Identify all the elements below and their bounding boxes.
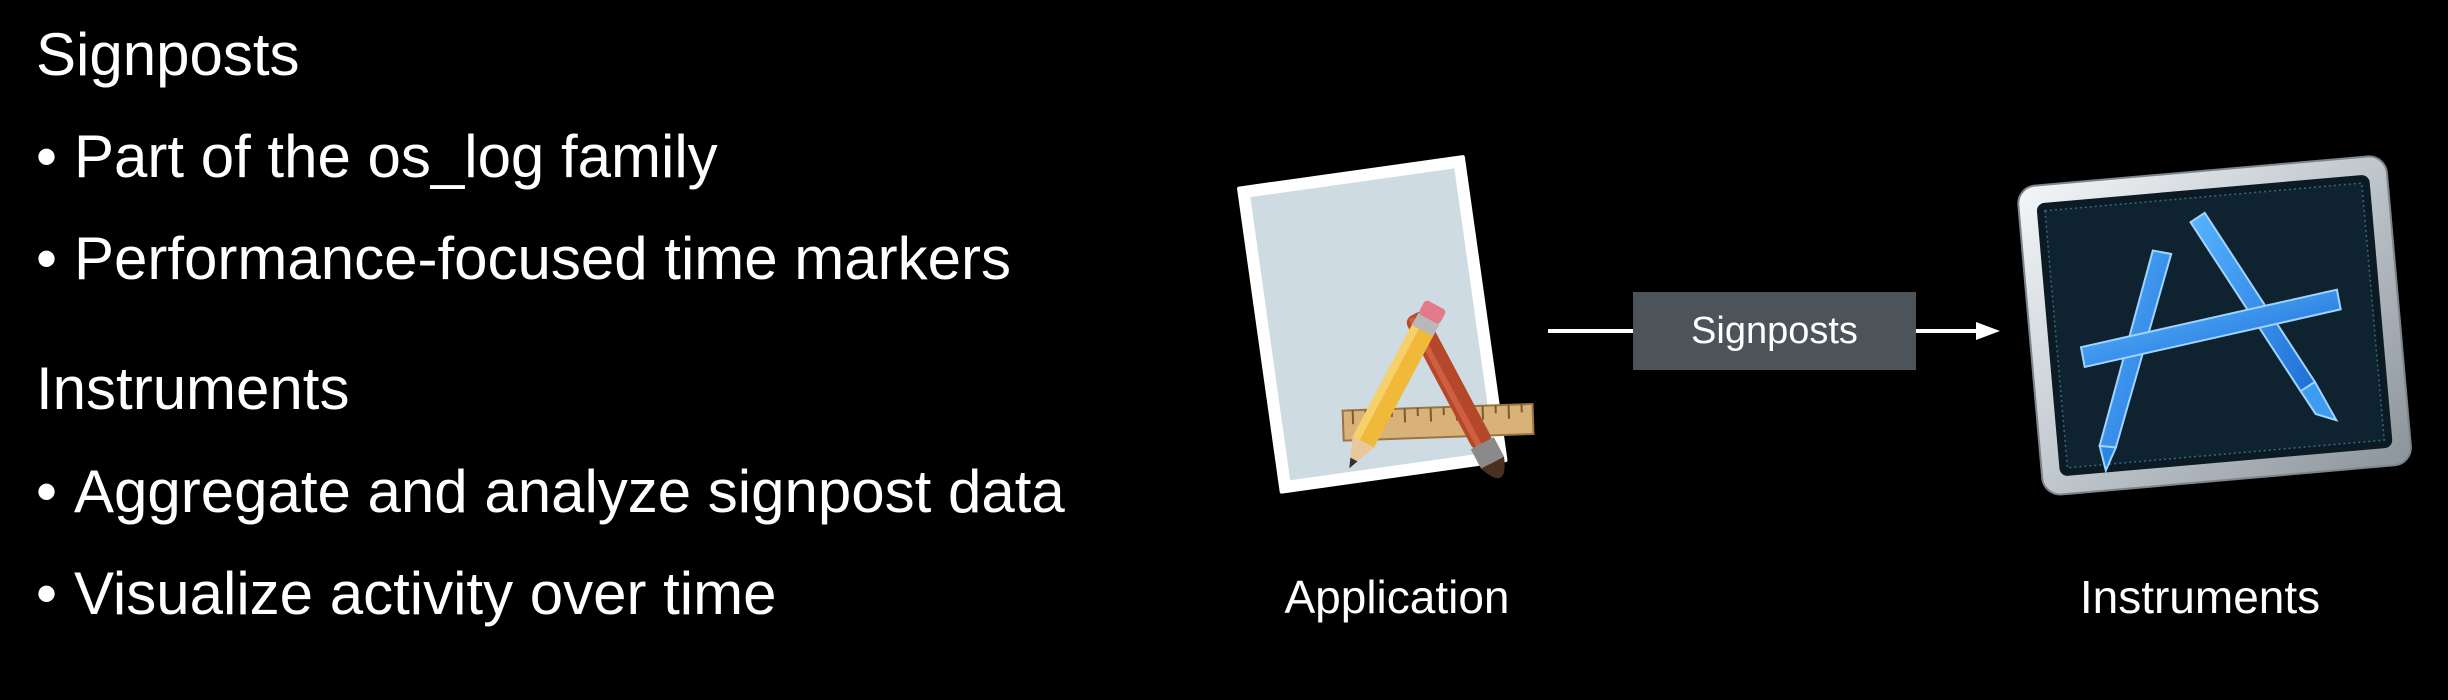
signpost-flow-diagram: Signposts bbox=[1200, 0, 2448, 700]
arrow-line-right bbox=[1916, 329, 1980, 333]
signposts-heading: Signposts bbox=[36, 21, 300, 88]
application-caption: Application bbox=[1284, 571, 1510, 623]
instruments-heading: Instruments bbox=[36, 355, 350, 422]
bullet-text: Part of the os_log family bbox=[74, 123, 718, 190]
bullet-dot: • bbox=[36, 560, 58, 627]
bullet-dot: • bbox=[36, 123, 58, 190]
bullet-item: • Part of the os_log family bbox=[36, 122, 718, 192]
application-icon bbox=[1237, 155, 1535, 494]
arrow-line-left bbox=[1548, 329, 1633, 333]
bullet-dot: • bbox=[36, 458, 58, 525]
signposts-label: Signposts bbox=[1691, 309, 1858, 352]
signposts-label-box: Signposts bbox=[1633, 292, 1916, 370]
arrow-head-icon bbox=[1976, 322, 2000, 340]
bullet-item: • Performance-focused time markers bbox=[36, 224, 1011, 294]
bullet-dot: • bbox=[36, 225, 58, 292]
bullet-text: Visualize activity over time bbox=[74, 560, 777, 627]
bullet-text: Performance-focused time markers bbox=[74, 225, 1011, 292]
instruments-app-icon bbox=[2017, 155, 2412, 496]
bullet-text: Aggregate and analyze signpost data bbox=[74, 458, 1065, 525]
bullet-item: • Aggregate and analyze signpost data bbox=[36, 457, 1065, 527]
instruments-caption: Instruments bbox=[2079, 571, 2321, 623]
bullet-item: • Visualize activity over time bbox=[36, 559, 776, 629]
